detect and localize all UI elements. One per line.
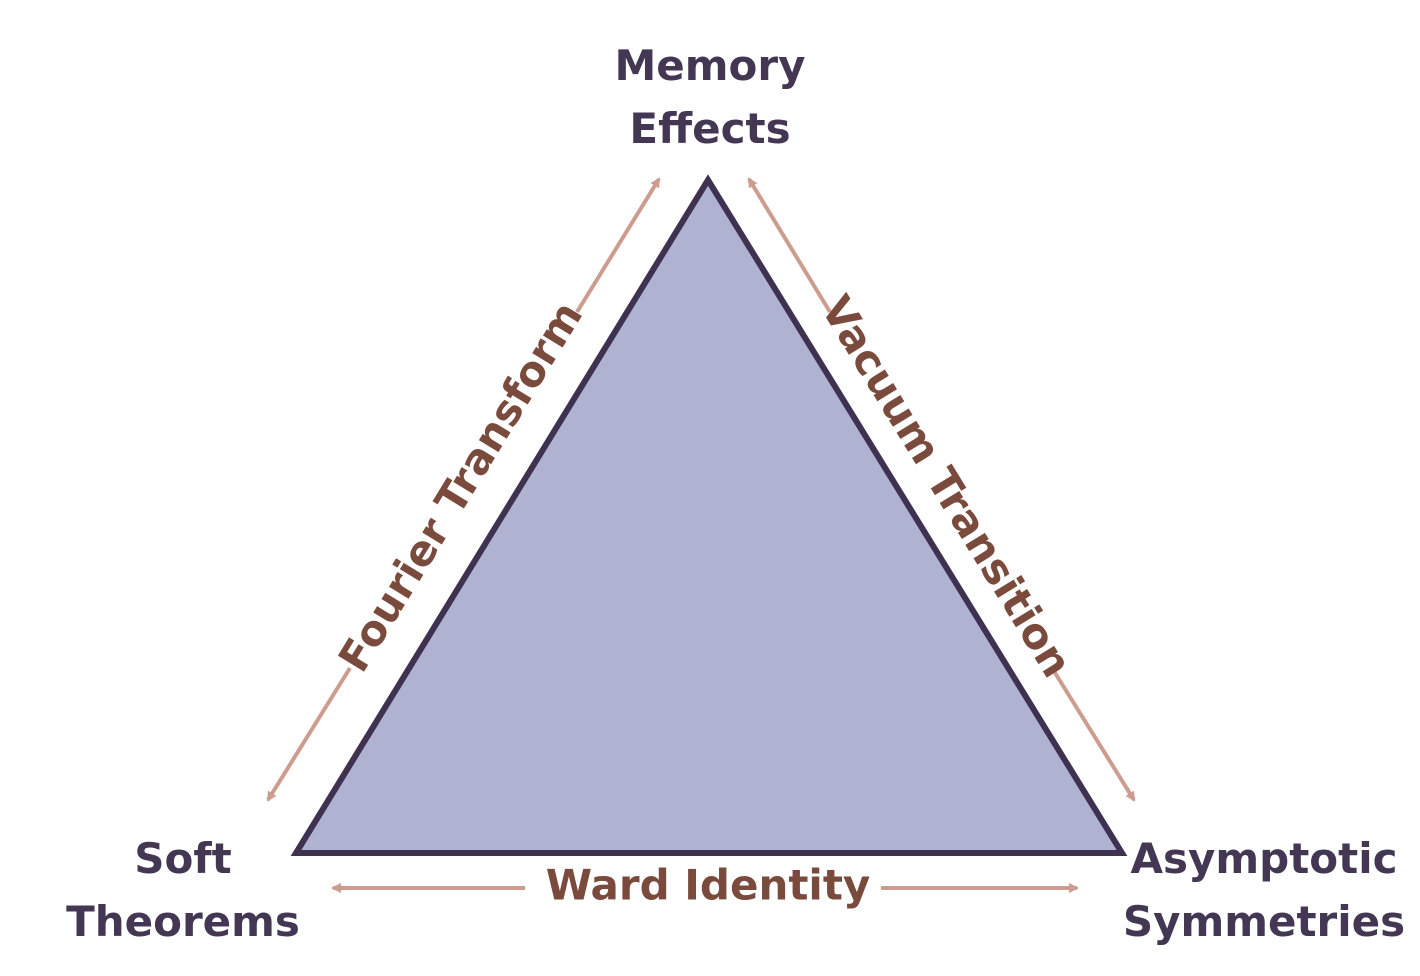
main-triangle bbox=[290, 174, 1128, 856]
node-right-line2: Symmetries bbox=[1123, 897, 1405, 946]
node-top-line1: Memory bbox=[615, 41, 806, 90]
node-left-line1: Soft bbox=[134, 834, 231, 883]
node-top-line2: Effects bbox=[629, 104, 790, 153]
right-edge-arrow-up bbox=[747, 177, 832, 314]
left-edge-arrow-up bbox=[575, 177, 661, 314]
node-right-line1: Asymptotic bbox=[1130, 834, 1397, 883]
edge-bottom-label: Ward Identity bbox=[546, 861, 871, 910]
left-edge-arrow-down bbox=[266, 666, 352, 802]
right-edge-arrow-down bbox=[1050, 666, 1136, 802]
left-edge-arrows bbox=[266, 177, 661, 802]
right-edge-arrows bbox=[747, 177, 1136, 802]
node-left-line2: Theorems bbox=[66, 897, 300, 946]
